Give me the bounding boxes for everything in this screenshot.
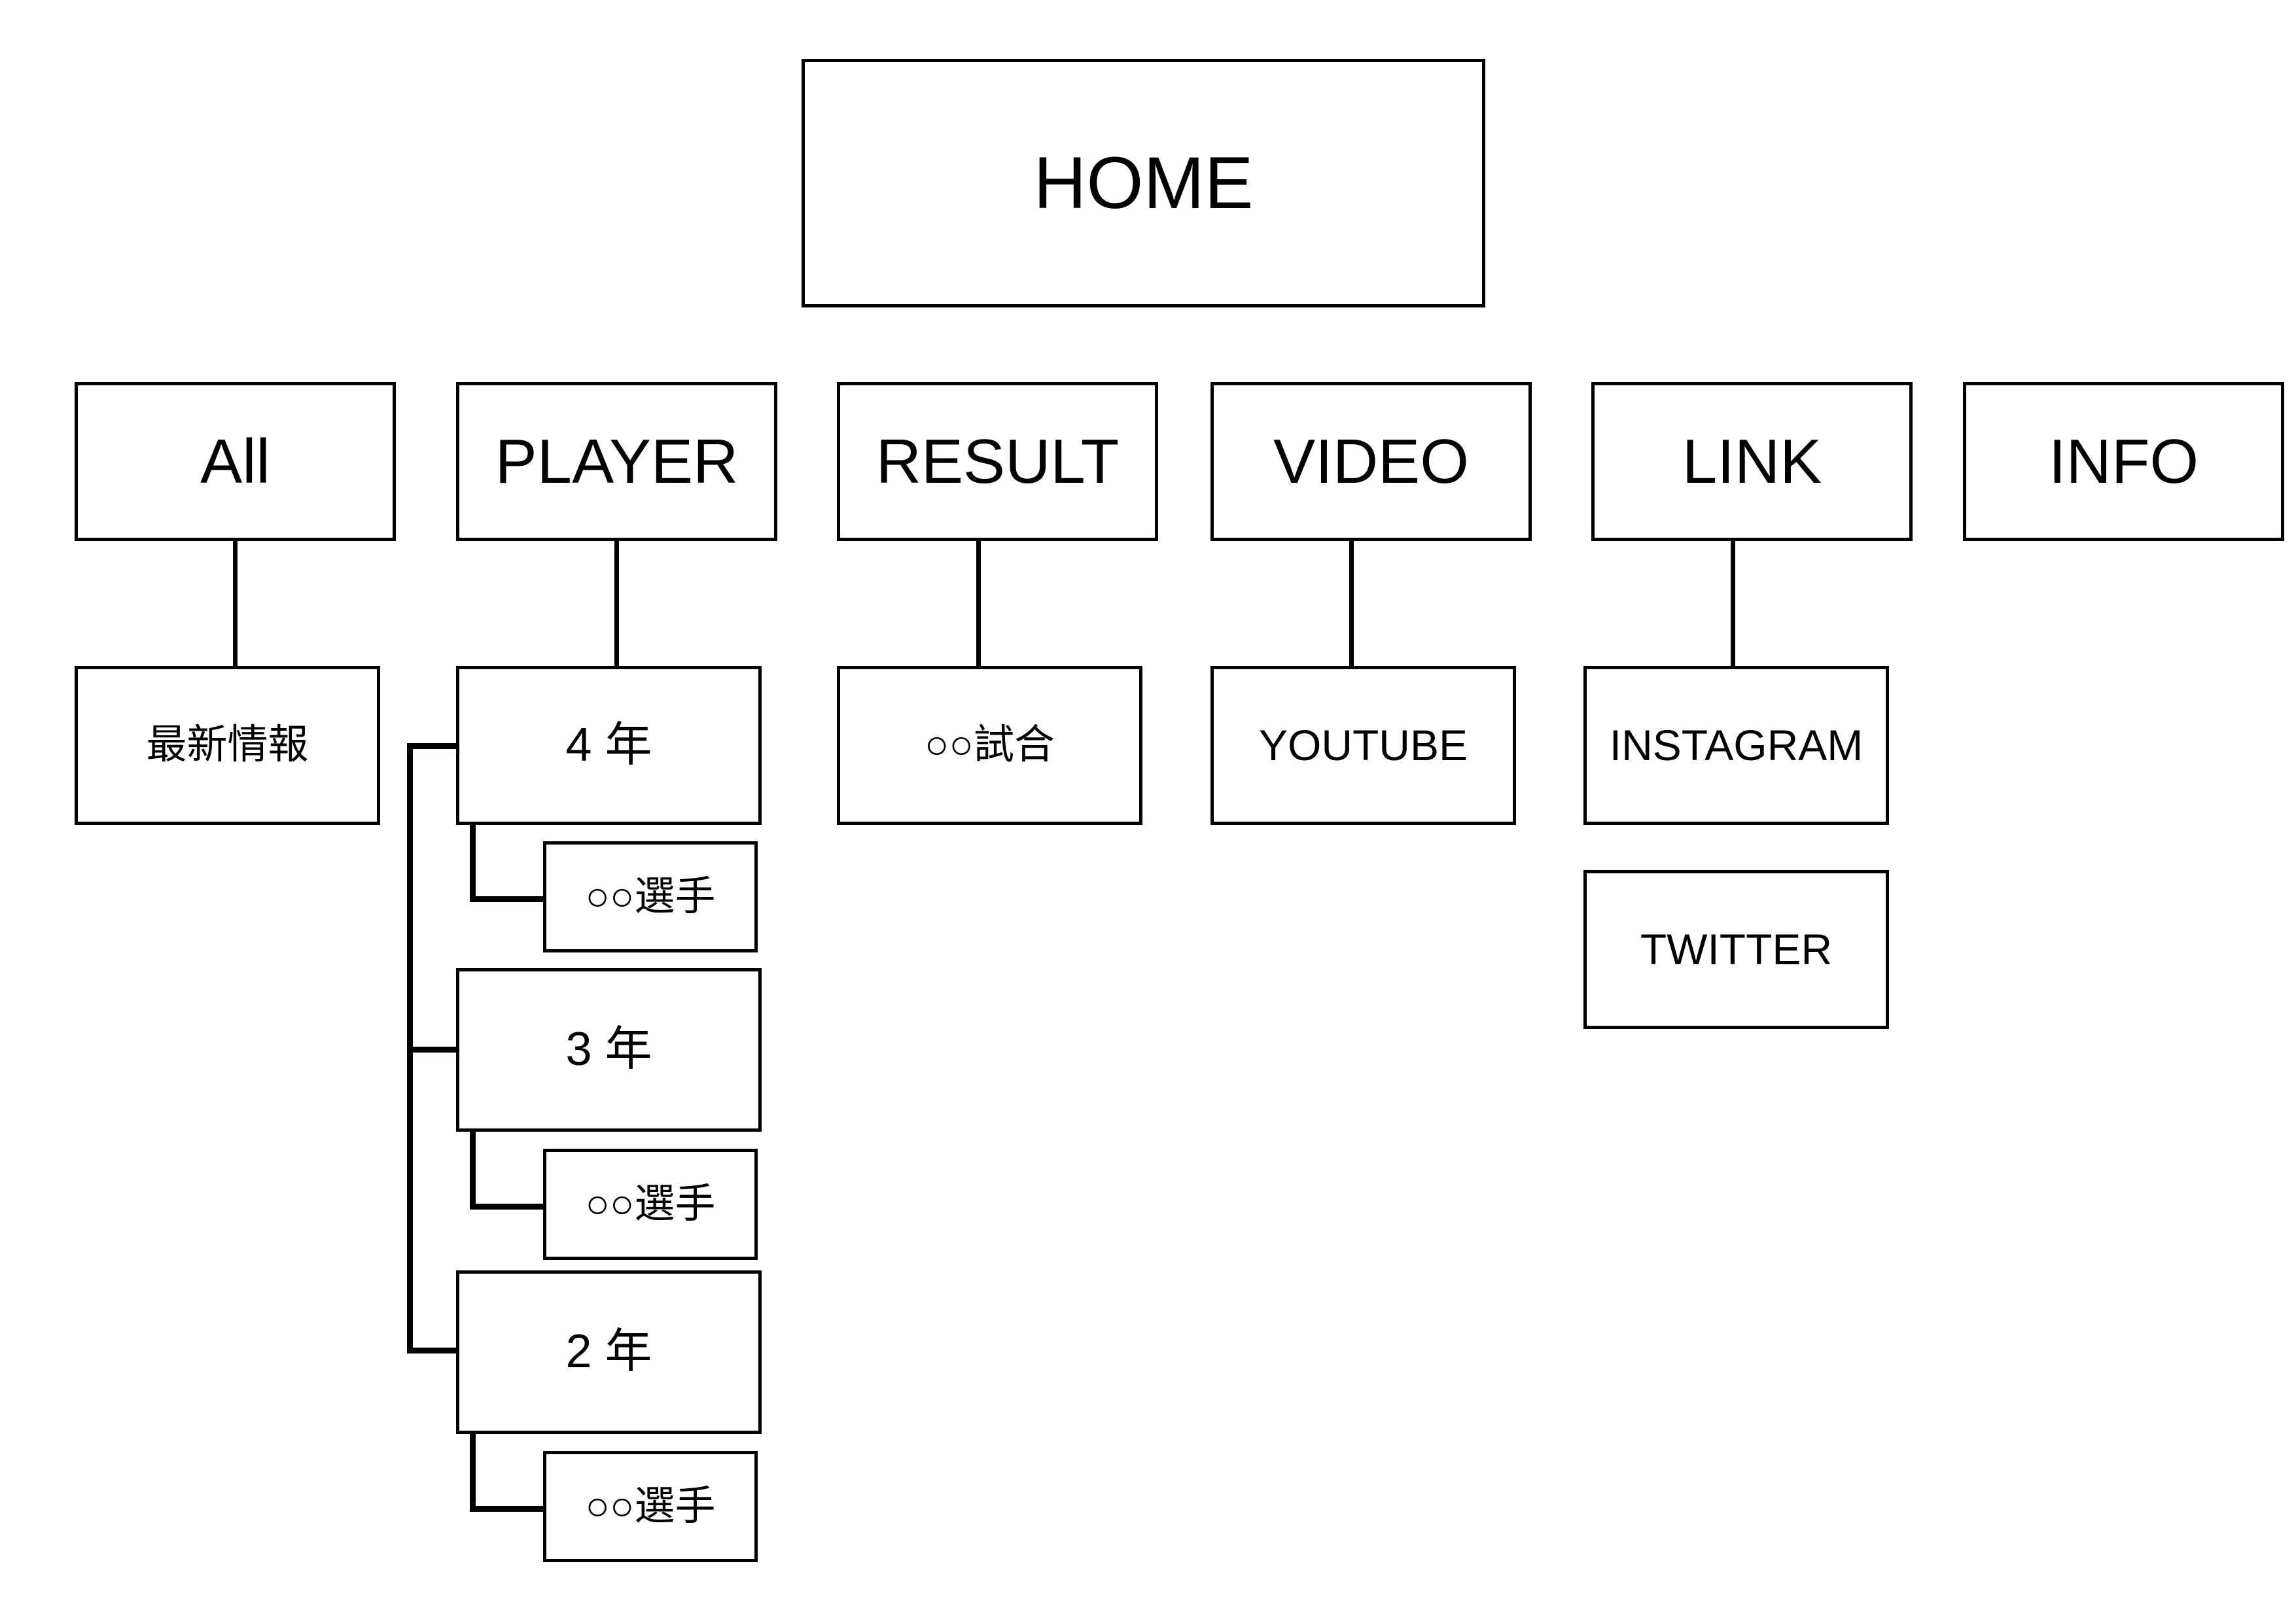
node-latest-info[interactable]: 最新情報 — [75, 666, 380, 825]
node-all[interactable]: All — [75, 382, 396, 541]
node-twitter-label: TWITTER — [1640, 925, 1833, 974]
connector-year2-elbow-vertical — [470, 1431, 476, 1511]
connector-year3-elbow-horizontal — [470, 1204, 548, 1210]
connector-video-to-youtube — [1349, 541, 1354, 668]
node-video[interactable]: VIDEO — [1210, 382, 1532, 541]
connector-spine-stub-year4 — [407, 743, 459, 749]
connector-all-to-news — [233, 541, 238, 668]
node-result-label: RESULT — [875, 426, 1120, 497]
node-twitter[interactable]: TWITTER — [1583, 870, 1889, 1029]
connector-result-to-match — [976, 541, 981, 668]
node-home[interactable]: HOME — [802, 59, 1485, 307]
node-latest-info-label: 最新情報 — [146, 722, 309, 768]
connector-year2-elbow-horizontal — [470, 1506, 548, 1512]
node-info[interactable]: INFO — [1963, 382, 2284, 541]
node-result[interactable]: RESULT — [837, 382, 1158, 541]
node-all-label: All — [200, 426, 270, 497]
node-home-label: HOME — [1033, 142, 1254, 224]
node-player-year4[interactable]: ○○選手 — [543, 841, 758, 952]
node-player[interactable]: PLAYER — [456, 382, 777, 541]
node-year-3[interactable]: 3 年 — [456, 968, 762, 1132]
node-player-year2-label: ○○選手 — [585, 1483, 716, 1529]
node-youtube[interactable]: YOUTUBE — [1210, 666, 1516, 825]
node-youtube-label: YOUTUBE — [1258, 721, 1468, 770]
node-player-year3[interactable]: ○○選手 — [543, 1149, 758, 1260]
node-year-2[interactable]: 2 年 — [456, 1270, 762, 1434]
node-year-4[interactable]: 4 年 — [456, 666, 762, 825]
connector-link-to-instagram — [1731, 541, 1735, 668]
connector-year4-elbow-vertical — [470, 823, 476, 901]
node-video-label: VIDEO — [1273, 426, 1469, 497]
node-year-2-label: 2 年 — [565, 1325, 652, 1378]
node-player-label: PLAYER — [495, 426, 739, 497]
node-player-year2[interactable]: ○○選手 — [543, 1451, 758, 1562]
connector-spine-stub-year3 — [407, 1047, 459, 1053]
node-player-year3-label: ○○選手 — [585, 1181, 716, 1227]
node-link[interactable]: LINK — [1591, 382, 1913, 541]
node-year-3-label: 3 年 — [565, 1023, 652, 1076]
node-info-label: INFO — [2048, 426, 2199, 497]
node-player-year4-label: ○○選手 — [585, 873, 716, 919]
node-match-label: ○○試合 — [925, 722, 1055, 768]
connector-player-to-year4 — [614, 541, 619, 668]
node-instagram-label: INSTAGRAM — [1609, 721, 1863, 770]
connector-year4-elbow-horizontal — [470, 896, 548, 902]
connector-spine-stub-year2 — [407, 1348, 459, 1353]
node-match[interactable]: ○○試合 — [837, 666, 1142, 825]
node-year-4-label: 4 年 — [565, 718, 652, 771]
node-link-label: LINK — [1682, 426, 1822, 497]
connector-year3-elbow-vertical — [470, 1129, 476, 1209]
node-instagram[interactable]: INSTAGRAM — [1583, 666, 1889, 825]
